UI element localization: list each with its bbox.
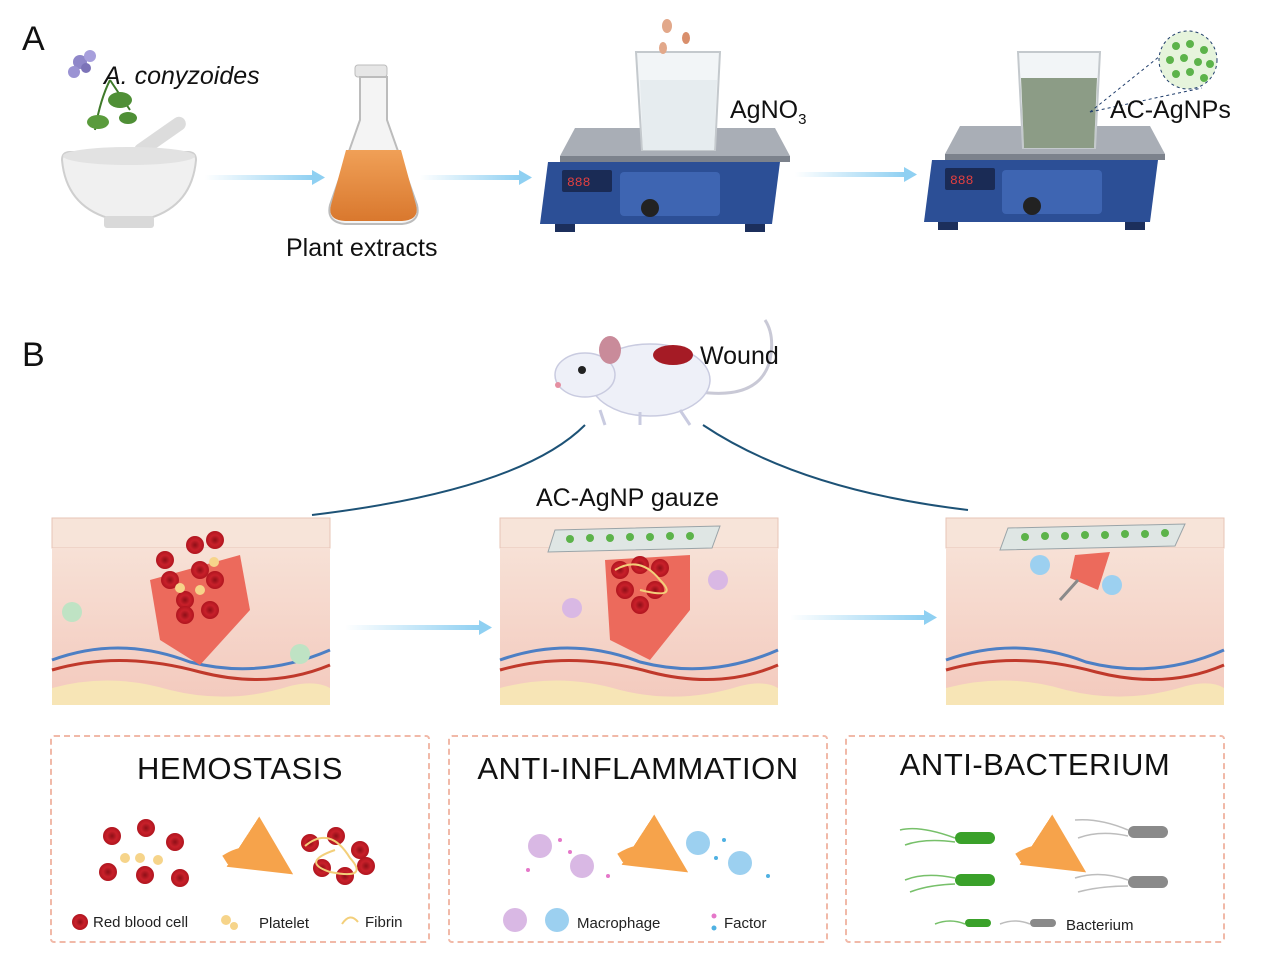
legend-rbc-icon [72, 914, 88, 930]
flask-icon [328, 64, 419, 225]
svg-text:888: 888 [567, 175, 590, 190]
skin-section-1 [51, 517, 331, 705]
arrow-b1 [345, 625, 480, 630]
reagent-main: AgNO [730, 96, 799, 124]
hotplate-2-icon: 888 [924, 126, 1165, 230]
legend-bacterium-green-icon [934, 920, 966, 925]
product-label: AC-AgNPs [1110, 96, 1231, 124]
connector-left [311, 424, 586, 516]
reagent-label: AgNO3 [730, 96, 806, 128]
svg-text:888: 888 [950, 173, 973, 188]
legend-bacterium-gray-icon [999, 920, 1031, 925]
wound-label: Wound [700, 342, 779, 370]
legend-macrophage-label: Macrophage [577, 915, 661, 932]
legend-factor-label: Factor [724, 915, 767, 932]
anti-inflammation-box: ANTI-INFLAMMATION [448, 735, 828, 943]
connector-right [702, 424, 969, 511]
panel-a-letter: A [22, 20, 45, 58]
legend-bacterium-label: Bacterium [1066, 917, 1134, 934]
arrow-a2 [420, 175, 520, 180]
plant-icon [68, 50, 137, 131]
legend-fibrin-label: Fibrin [365, 914, 403, 931]
legend-platelet-icon [221, 915, 231, 925]
skin-section-3 [945, 517, 1225, 705]
panel-b-letter: B [22, 336, 45, 374]
nanoparticle-zoom-icon [1089, 30, 1218, 113]
arrow-b2 [790, 615, 925, 620]
legend-fibrin-icon [341, 916, 359, 925]
plant-extract-label: Plant extracts [286, 234, 438, 262]
anti-bacterium-title: ANTI-BACTERIUM [899, 747, 1171, 782]
hemostasis-illustration [72, 816, 375, 930]
arrow-a3 [795, 172, 905, 177]
reagent-subscript: 3 [798, 111, 807, 128]
anti-bacterium-illustration [899, 814, 1168, 927]
beaker-1-icon [634, 19, 722, 151]
legend-macrophage-purple-icon [503, 908, 527, 932]
legend-macrophage-blue-icon [545, 908, 569, 932]
gauze-label: AC-AgNP gauze [536, 484, 719, 512]
mortar-pestle-icon [60, 116, 198, 228]
legend-factor-icon [711, 913, 717, 919]
legend-platelet-label: Platelet [259, 915, 310, 932]
hotplate-1-icon: 888 [540, 128, 790, 232]
plant-name-label: A. conyzoides [104, 62, 260, 90]
hemostasis-box: HEMOSTASIS [50, 735, 430, 943]
anti-inflammation-title: ANTI-INFLAMMATION [477, 751, 799, 786]
arrow-a1 [205, 175, 313, 180]
mouse-icon [554, 319, 774, 426]
anti-inflammation-illustration [503, 814, 770, 932]
beaker-2-icon [1016, 51, 1102, 149]
skin-section-2 [499, 517, 779, 705]
hemostasis-title: HEMOSTASIS [137, 751, 343, 786]
anti-bacterium-box: ANTI-BACTERIUM [845, 735, 1225, 943]
legend-rbc-label: Red blood cell [93, 914, 189, 931]
